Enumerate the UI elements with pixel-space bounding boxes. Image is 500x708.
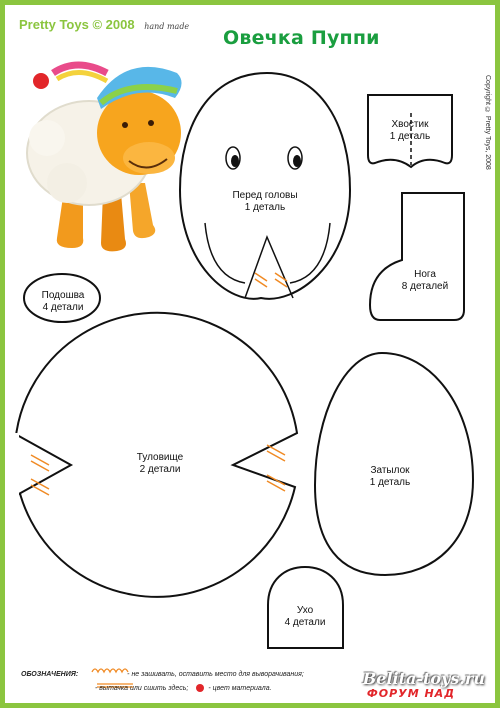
label-leg-count: 8 деталей <box>401 281 449 292</box>
label-tail: Хвостик 1 деталь <box>370 119 450 143</box>
label-head-front-count: 1 деталь <box>244 202 286 213</box>
page-title: Овечка Пуппи <box>223 27 380 49</box>
head-dart <box>244 234 294 299</box>
label-sole-name: Подошва <box>41 290 85 301</box>
stitch-mark <box>254 272 288 288</box>
label-leg: Нога 8 деталей <box>375 269 475 293</box>
label-sole: Подошва 4 детали <box>23 290 103 314</box>
copyright-note: Copyright © Pretty Toys, 2008 <box>484 75 491 170</box>
piece-leg-outline <box>368 192 465 321</box>
sheep-smile <box>128 158 168 169</box>
brand-hand-made: hand made <box>144 22 190 31</box>
label-ear-count: 4 детали <box>284 617 326 628</box>
brand-year: © 2008 <box>92 17 135 32</box>
legend-heading: ОБОЗНАЧЕНИЯ: <box>21 670 79 678</box>
label-head-front: Перед головы 1 деталь <box>215 190 315 214</box>
sheep-wool <box>29 120 65 156</box>
pattern-pieces <box>13 71 475 688</box>
sheep-hat-stripe <box>51 61 109 77</box>
sheep-toy-photo <box>26 61 182 252</box>
sheep-hat-stripe <box>55 70 109 84</box>
label-body-name: Туловище <box>136 452 184 463</box>
sheep-hat-stripe <box>99 84 178 106</box>
watermark: Belita-toys.ru ФОРУМ НАД <box>335 667 485 703</box>
legend-zigzag-icon <box>91 668 129 674</box>
piece-tail-outline <box>367 94 453 169</box>
head-face-line-left <box>204 222 246 284</box>
stitch-mark <box>266 444 286 492</box>
legend-stitch-text: - вытачка или сшить здесь; <box>95 684 189 692</box>
piece-ear-outline <box>267 565 344 649</box>
head-face-line-right <box>289 222 331 284</box>
label-tail-count: 1 деталь <box>389 131 431 142</box>
stitch-mark <box>30 454 50 496</box>
label-leg-name: Нога <box>414 269 436 280</box>
legend-zigzag-swatch <box>84 669 124 679</box>
label-sole-count: 4 детали <box>42 302 84 313</box>
brand-logo: Pretty Toys © 2008 hand made <box>19 17 189 32</box>
label-body-count: 2 детали <box>139 464 181 475</box>
label-back-head: Затылок 1 деталь <box>340 465 440 489</box>
legend: ОБОЗНАЧЕНИЯ: - не зашивать, оставить мес… <box>21 667 304 695</box>
sheep-eye <box>122 122 128 128</box>
legend-color-text: - цвет материала. <box>208 684 272 692</box>
label-body: Туловище 2 детали <box>110 452 210 476</box>
legend-row-stitch: - вытачка или сшить здесь; - цвет матери… <box>21 681 304 695</box>
watermark-site: Belita-toys.ru <box>362 669 485 688</box>
label-tail-name: Хвостик <box>391 119 429 130</box>
sheep-leg <box>129 183 156 239</box>
label-head-front-name: Перед головы <box>232 190 298 201</box>
brand-name: Pretty Toys <box>19 17 89 32</box>
legend-zigzag-text: - не зашивать, оставить место для вывора… <box>127 670 304 678</box>
legend-row-zigzag: ОБОЗНАЧЕНИЯ: - не зашивать, оставить мес… <box>21 667 304 681</box>
color-dot-icon <box>196 684 205 692</box>
piece-sole-outline <box>23 273 101 323</box>
sheep-leg <box>101 193 126 252</box>
sheep-wool <box>47 163 87 203</box>
piece-back-head-outline <box>313 351 475 577</box>
sheep-eye <box>148 120 154 126</box>
label-ear-name: Ухо <box>296 605 314 616</box>
watermark-forum: ФОРУМ НАД <box>366 687 455 700</box>
label-ear: Ухо 4 детали <box>265 605 345 629</box>
legend-stitch-icon <box>97 683 133 688</box>
piece-body-notch <box>16 434 74 496</box>
label-back-head-name: Затылок <box>370 465 410 476</box>
piece-body-notch-fill <box>13 433 19 497</box>
sheep-hat-pompom <box>33 73 49 89</box>
label-back-head-count: 1 деталь <box>369 477 411 488</box>
piece-head-front-outline <box>178 71 352 300</box>
